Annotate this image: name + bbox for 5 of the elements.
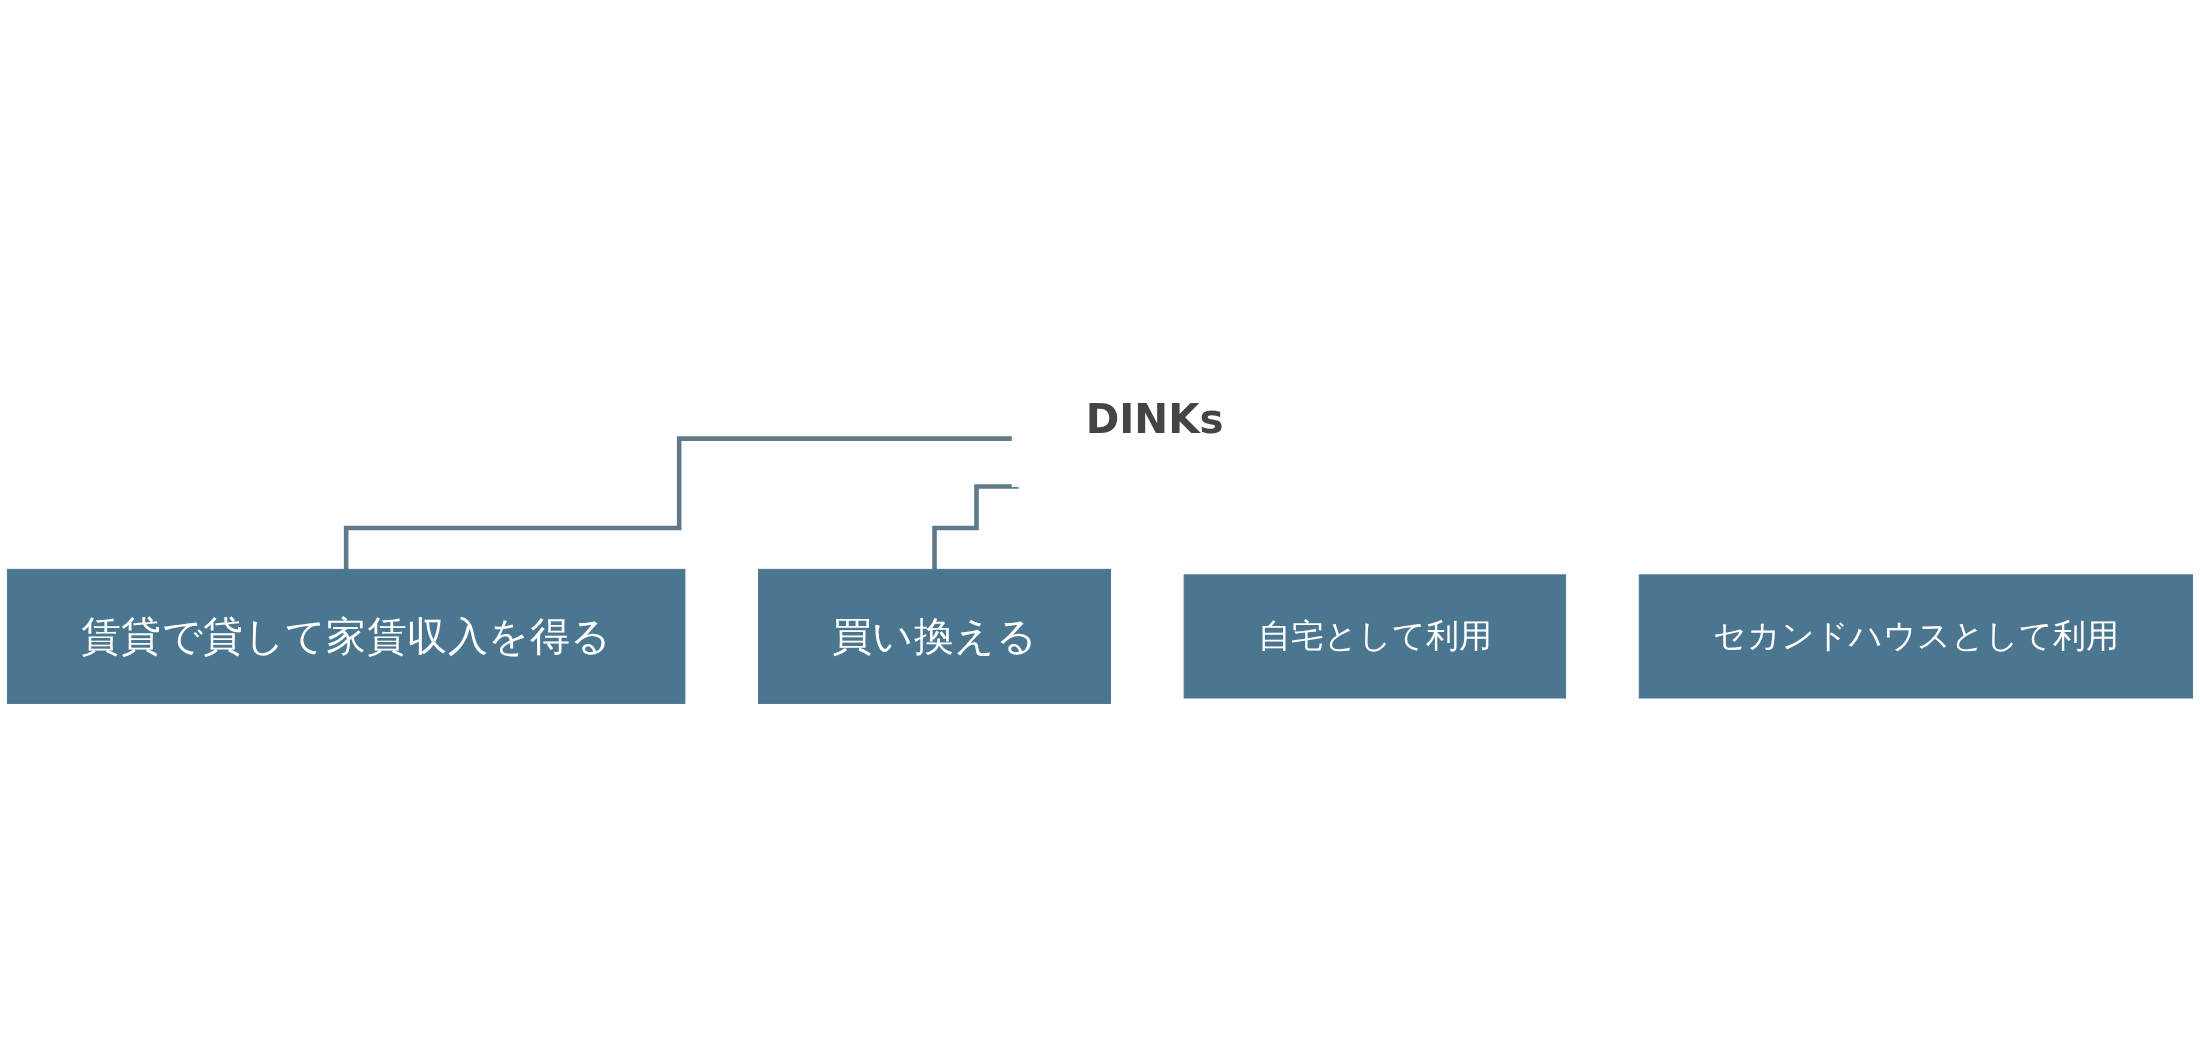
node-box: 買い換える [758, 568, 1112, 704]
node-text: DINKs [1085, 395, 1224, 442]
node-box: 自宅として利用 [1183, 573, 1567, 699]
node-box: セカンドハウスとして利用 [1638, 573, 2194, 699]
node-box: 賃貸で貸して家賃収入を得る [6, 568, 686, 704]
